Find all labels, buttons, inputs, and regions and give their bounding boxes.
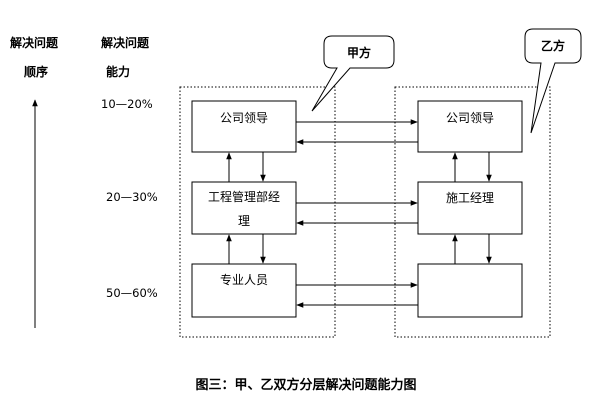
party-a-callout-label: 甲方	[347, 45, 371, 60]
percent-level-2: 20—30%	[106, 190, 158, 204]
party-b-group	[394, 86, 551, 338]
order-label-line1: 解决问题	[10, 35, 59, 50]
party-a-box-leader: 公司领导	[191, 100, 297, 153]
party-a-box-manager-label-line1: 工程管理部经	[208, 189, 280, 204]
party-b-box-staff	[417, 263, 523, 318]
party-a-box-manager: 工程管理部经 理	[191, 181, 297, 235]
party-a-callout: 甲方	[311, 35, 395, 112]
party-b-box-leader: 公司领导	[417, 100, 523, 153]
party-b-box-manager: 施工经理	[417, 181, 523, 235]
party-b-box-manager-label: 施工经理	[446, 191, 494, 205]
party-b-box-leader-label: 公司领导	[446, 111, 494, 125]
ability-label-line1: 解决问题	[101, 35, 150, 50]
party-a-box-manager-label-line2: 理	[238, 214, 250, 228]
party-a-box-leader-label: 公司领导	[220, 111, 268, 125]
party-a-box-staff-label: 专业人员	[220, 272, 268, 287]
ability-label-line2: 能力	[106, 64, 130, 79]
party-b-callout-label: 乙方	[541, 38, 565, 53]
party-a-group	[179, 86, 336, 338]
party-b-callout: 乙方	[524, 28, 582, 134]
percent-level-3: 50—60%	[106, 286, 158, 300]
order-label-line2: 顺序	[24, 64, 48, 79]
figure-caption: 图三：甲、乙双方分层解决问题能力图	[195, 377, 416, 393]
party-a-box-staff: 专业人员	[191, 263, 297, 318]
percent-level-1: 10—20%	[101, 97, 153, 111]
